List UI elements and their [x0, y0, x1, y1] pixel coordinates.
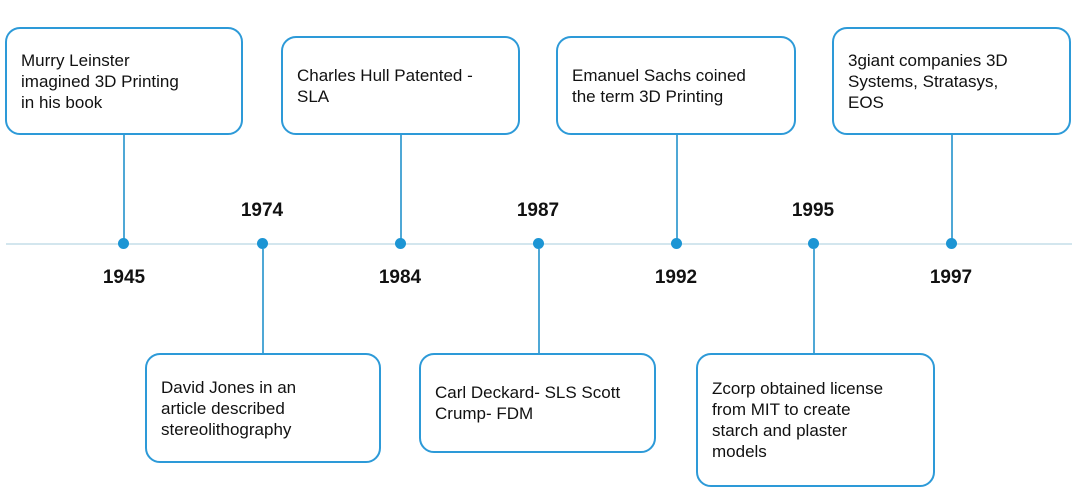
- event-text-1987: Carl Deckard- SLS Scott Crump- FDM: [435, 383, 621, 423]
- event-text-1974: David Jones in an article described ster…: [161, 377, 297, 439]
- event-text-1992: Emanuel Sachs coined the term 3D Printin…: [572, 65, 746, 106]
- connector-1997: [951, 135, 953, 243]
- timeline-dot-1995: [808, 238, 819, 249]
- connector-1974: [262, 249, 264, 353]
- timeline-dot-1945: [118, 238, 129, 249]
- year-label-1997: 1997: [929, 267, 973, 288]
- year-label-1987: 1987: [516, 200, 560, 221]
- connector-1992: [676, 135, 678, 243]
- event-box-1974: David Jones in an article described ster…: [145, 353, 381, 463]
- connector-1987: [538, 249, 540, 353]
- connector-1984: [400, 135, 402, 243]
- event-box-1984: Charles Hull Patented - SLA: [281, 36, 520, 135]
- connector-1995: [813, 249, 815, 353]
- event-text-1984: Charles Hull Patented - SLA: [297, 65, 473, 106]
- year-label-1984: 1984: [378, 267, 422, 288]
- event-text-1995: Zcorp obtained license from MIT to creat…: [712, 379, 884, 461]
- event-text-1945: Murry Leinster imagined 3D Printing in h…: [21, 50, 179, 112]
- connector-1945: [123, 135, 125, 243]
- event-box-1945: Murry Leinster imagined 3D Printing in h…: [5, 27, 243, 135]
- timeline-dot-1984: [395, 238, 406, 249]
- event-box-1992: Emanuel Sachs coined the term 3D Printin…: [556, 36, 796, 135]
- year-label-1995: 1995: [791, 200, 835, 221]
- timeline-dot-1974: [257, 238, 268, 249]
- year-label-1974: 1974: [240, 200, 284, 221]
- year-label-1992: 1992: [654, 267, 698, 288]
- timeline-dot-1992: [671, 238, 682, 249]
- event-box-1987: Carl Deckard- SLS Scott Crump- FDM: [419, 353, 656, 453]
- event-text-1997: 3giant companies 3D Systems, Stratasys, …: [848, 50, 1008, 112]
- timeline-dot-1997: [946, 238, 957, 249]
- year-label-1945: 1945: [102, 267, 146, 288]
- timeline-dot-1987: [533, 238, 544, 249]
- event-box-1997: 3giant companies 3D Systems, Stratasys, …: [832, 27, 1071, 135]
- event-box-1995: Zcorp obtained license from MIT to creat…: [696, 353, 935, 487]
